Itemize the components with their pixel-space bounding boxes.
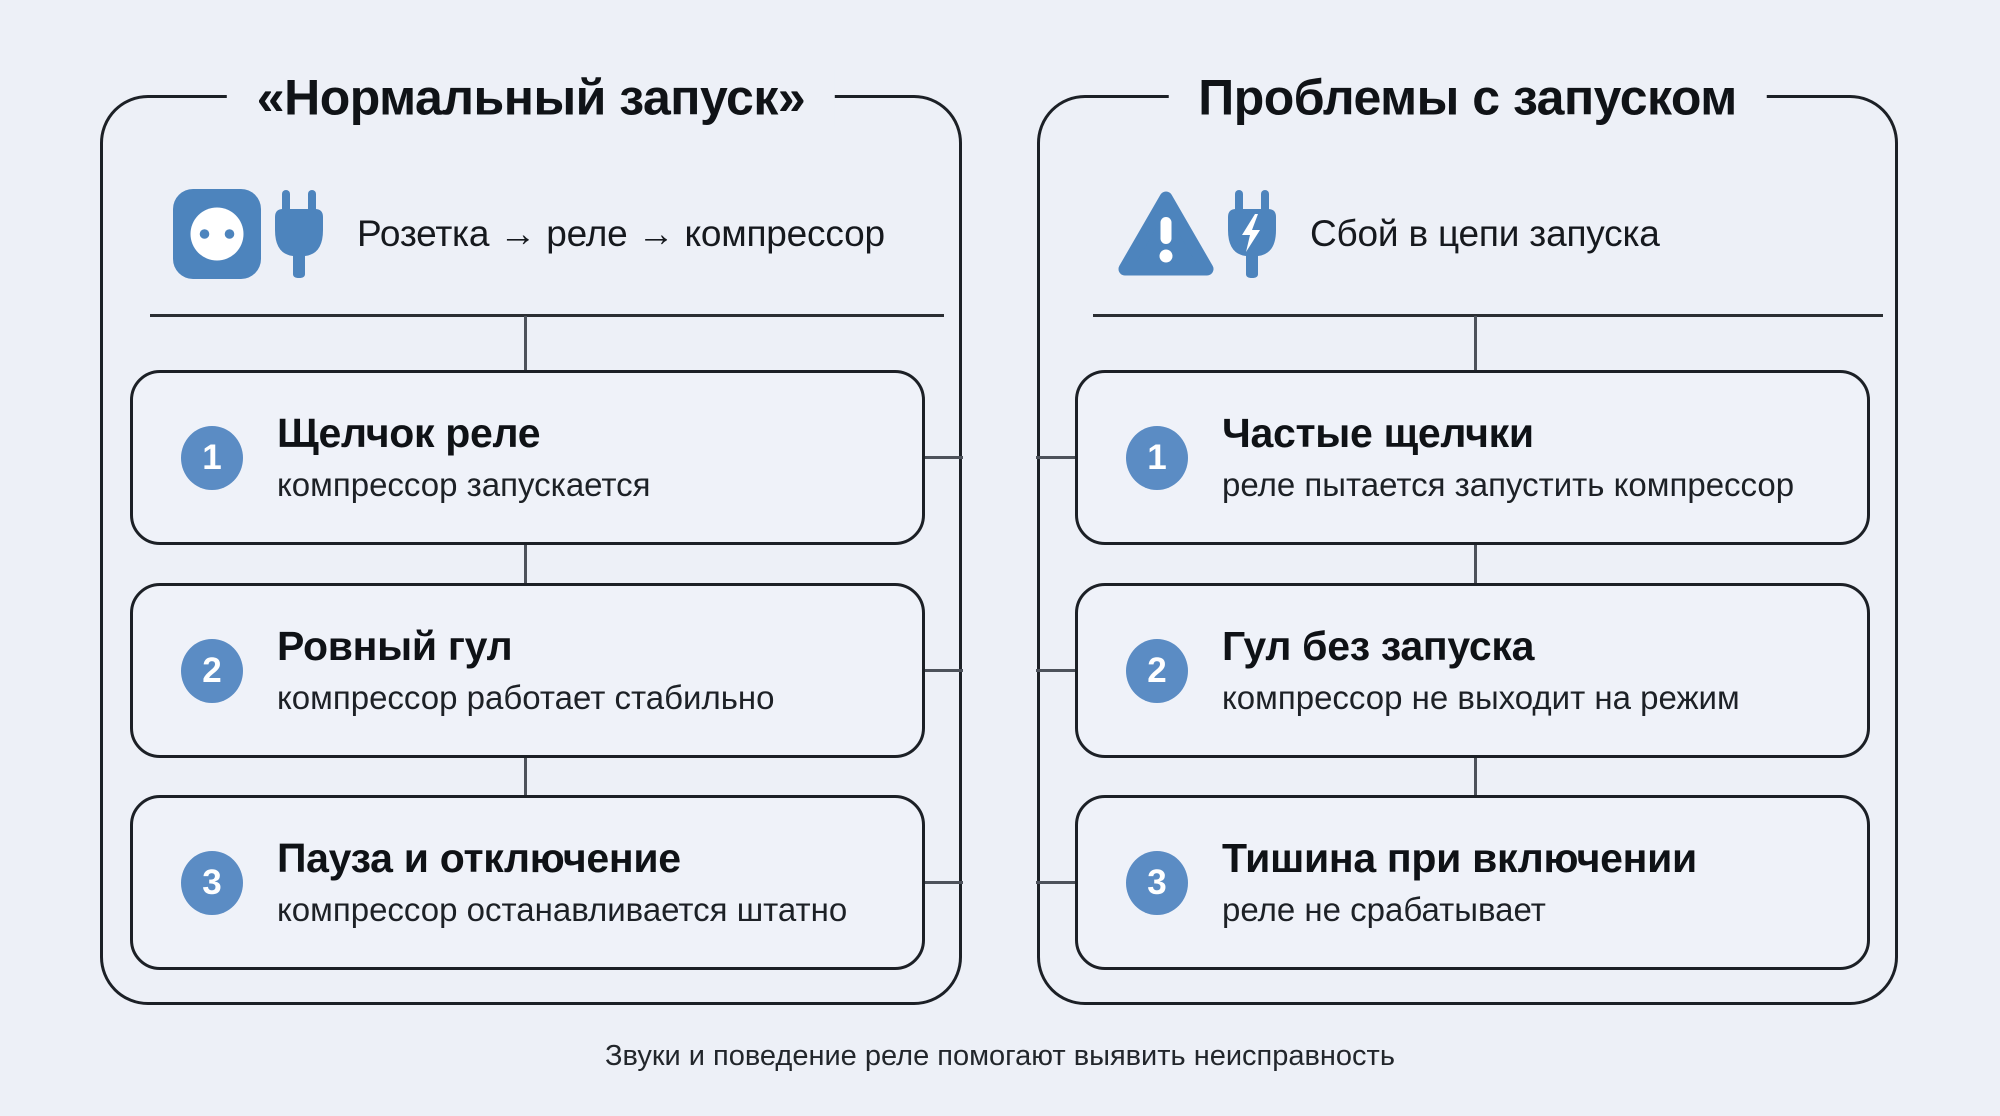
step-title: Частые щелчки [1222,410,1534,457]
step-description: компрессор останавливается штатно [277,890,848,928]
connector-line [1474,544,1477,585]
footer-caption: Звуки и поведение реле помогают выявить … [605,1040,1395,1072]
connector-line [524,544,527,585]
connector-line [1474,316,1477,372]
panel-title: Проблемы с запуском [1168,69,1767,127]
connector-line [923,669,963,672]
step-number-badge: 2 [1126,638,1188,703]
step-card: 2 Ровный гул компрессор работает стабиль… [130,583,925,758]
connector-line [1036,669,1077,672]
step-title: Гул без запуска [1222,623,1535,670]
panel-start-problems: Проблемы с запуском Сбой в цепи запуска [1037,69,1898,1005]
connector-line [923,881,963,884]
step-card: 2 Гул без запуска компрессор не выходит … [1075,583,1870,758]
summary-label: Розетка → реле → компрессор [357,213,885,254]
summary-row: Розетка → реле → компрессор [173,186,885,282]
connector-line [1474,757,1477,797]
step-card: 1 Щелчок реле компрессор запускается [130,370,925,545]
step-card: 3 Тишина при включении реле не срабатыва… [1075,795,1870,970]
summary-row: Сбой в цепи запуска [1118,186,1660,282]
panel-title: «Нормальный запуск» [226,69,836,127]
plug-icon [275,190,323,278]
step-number-badge: 2 [181,638,243,703]
step-title: Ровный гул [277,623,513,670]
step-title: Щелчок реле [277,410,541,457]
step-description: реле не срабатывает [1222,890,1546,928]
connector-line [524,757,527,797]
step-number-badge: 1 [181,425,243,490]
warning-icon [1118,191,1214,276]
outlet-icon [173,189,261,279]
step-description: компрессор запускается [277,465,651,503]
step-card: 3 Пауза и отключение компрессор останавл… [130,795,925,970]
connector-line [923,456,963,459]
plug-bolt-icon [1228,190,1276,278]
icons-divider [150,314,944,317]
step-number-badge: 3 [181,850,243,915]
connector-line [524,316,527,372]
panel-normal-start: «Нормальный запуск» Розетка → реле → ком… [100,69,962,1005]
step-card: 1 Частые щелчки реле пытается запустить … [1075,370,1870,545]
step-title: Тишина при включении [1222,835,1697,882]
step-number-badge: 3 [1126,850,1188,915]
step-number-badge: 1 [1126,425,1188,490]
icons-divider [1093,314,1883,317]
connector-line [1036,456,1077,459]
step-description: компрессор не выходит на режим [1222,678,1740,716]
step-description: компрессор работает стабильно [277,678,775,716]
step-description: реле пытается запустить компрессор [1222,465,1795,503]
connector-line [1036,881,1077,884]
summary-label: Сбой в цепи запуска [1310,213,1660,254]
step-title: Пауза и отключение [277,835,681,882]
